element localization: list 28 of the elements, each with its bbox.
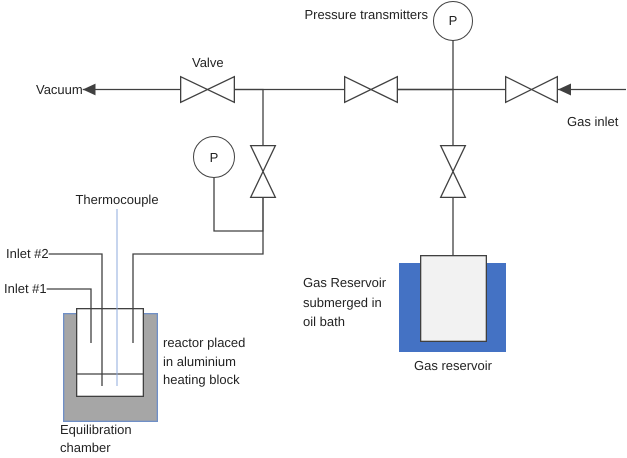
pressure-gauge: P <box>193 136 235 178</box>
valve-symbol <box>250 145 276 198</box>
valve-symbol <box>180 76 235 103</box>
flow-arrow <box>558 84 626 96</box>
sensor-label: Thermocouple <box>75 191 159 209</box>
pipe-line <box>46 288 92 308</box>
pipe-line <box>132 198 264 308</box>
valve-symbol <box>440 145 466 198</box>
valve-symbol <box>505 76 558 103</box>
inlet-label: Inlet #1 <box>4 280 47 298</box>
pipe-line <box>398 88 454 145</box>
component-label: Valve <box>192 54 224 72</box>
gas-reservoir-vessel <box>420 255 486 342</box>
pipe-line <box>213 178 264 232</box>
component-label: reactor placed in aluminium heating block <box>163 334 246 389</box>
pipe-line <box>235 88 264 145</box>
pressure-gauge: P <box>433 0 473 40</box>
port-label: Vacuum <box>36 80 83 98</box>
valve-symbol <box>344 76 398 103</box>
component-label: Gas Reservoir submerged in oil bath <box>303 274 388 331</box>
flow-arrow <box>82 84 180 96</box>
component-label: Equilibration chamber <box>60 421 133 457</box>
pipe-line <box>48 253 103 308</box>
component-label: Pressure transmitters <box>304 6 428 24</box>
component-label: Gas reservoir <box>414 357 492 375</box>
sensor-wire <box>116 208 118 308</box>
inlet-label: Inlet #2 <box>6 245 49 263</box>
pipe-line <box>452 198 454 255</box>
